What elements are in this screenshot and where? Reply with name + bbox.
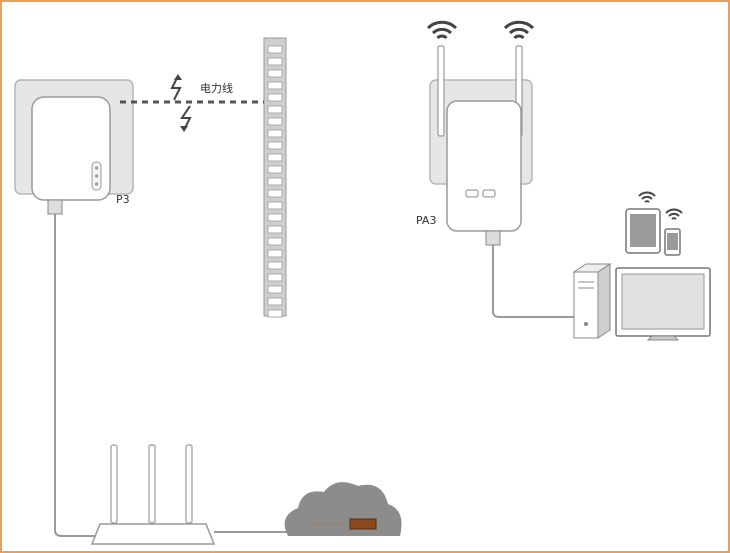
wifi-extender-pa3 — [437, 45, 523, 246]
wall-brick — [267, 285, 283, 294]
ethernet-cable-pa3-computer — [492, 245, 574, 318]
wall-brick — [267, 69, 283, 78]
wall-brick — [267, 189, 283, 198]
wall-brick — [267, 45, 283, 54]
wall-icon — [263, 37, 287, 318]
powerline-adapter-p3 — [31, 96, 111, 215]
wifi-icon — [426, 20, 458, 40]
ethernet-cable-p3-router — [54, 214, 112, 537]
tablet-icon — [625, 208, 661, 254]
router-icon — [90, 444, 216, 545]
wifi-icon — [665, 208, 683, 220]
wall-brick — [267, 93, 283, 102]
device-label-p3: P3 — [116, 193, 130, 206]
wall-brick — [267, 177, 283, 186]
device-label-pa3: PA3 — [416, 214, 437, 227]
wall-brick — [267, 273, 283, 282]
monitor-icon — [615, 267, 711, 341]
phone-icon — [664, 228, 681, 256]
desktop-computer-icon — [572, 263, 612, 339]
wall-brick — [267, 309, 283, 318]
wall-brick — [267, 129, 283, 138]
wall-brick — [267, 297, 283, 306]
cloud-icon — [284, 482, 402, 536]
wall-brick — [267, 153, 283, 162]
wall-brick — [267, 237, 283, 246]
wall-brick — [267, 117, 283, 126]
wall-brick — [267, 165, 283, 174]
wall-brick — [267, 81, 283, 90]
powerline-link — [120, 74, 264, 132]
wifi-icon — [503, 20, 535, 40]
wifi-icon — [638, 191, 656, 203]
wall-brick — [267, 141, 283, 150]
wall-brick — [267, 261, 283, 270]
wall-brick — [267, 105, 283, 114]
powerline-label: 电力线 — [200, 82, 233, 95]
wall-brick — [267, 213, 283, 222]
wall-brick — [267, 225, 283, 234]
wall-brick — [267, 201, 283, 210]
wall-brick — [267, 57, 283, 66]
wall-brick — [267, 249, 283, 258]
